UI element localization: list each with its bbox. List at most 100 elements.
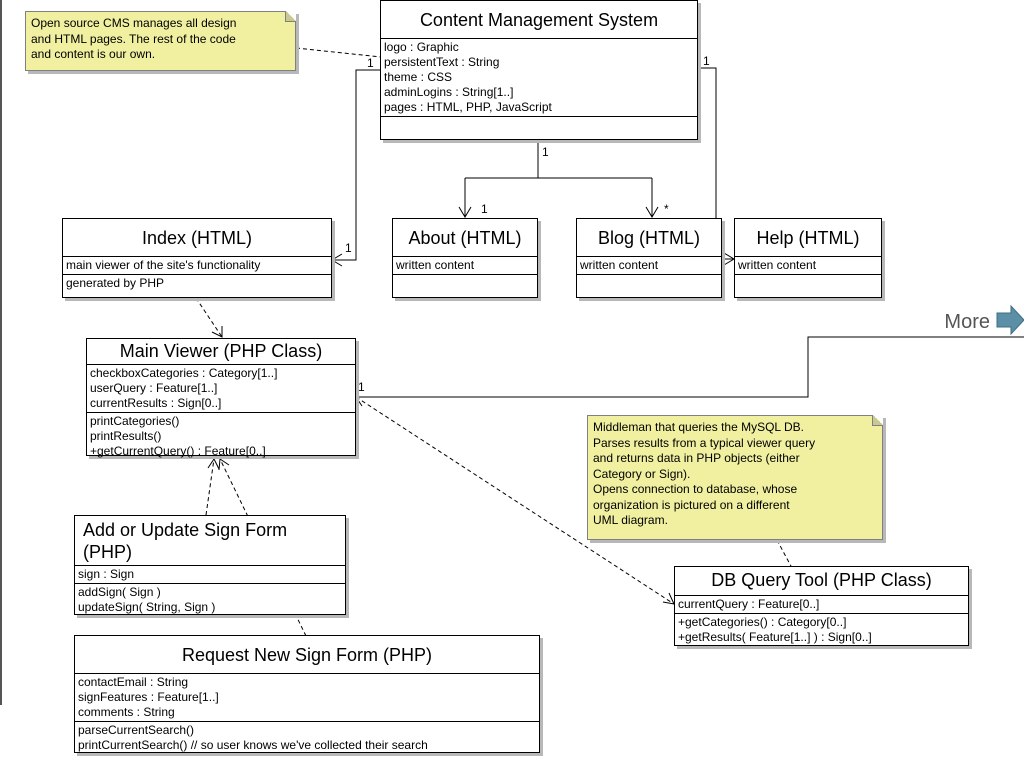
class-about[interactable]: About (HTML) written content: [392, 218, 538, 298]
operation-row: printCurrentSearch() // so user knows we…: [78, 738, 428, 752]
operation-row: printResults(): [90, 429, 162, 443]
operations-compartment: [735, 275, 881, 290]
note-line: and returns data in PHP objects (either: [593, 451, 800, 465]
assoc-cms-pages: [464, 140, 653, 217]
attribute-row: pages : HTML, PHP, JavaScript: [384, 100, 552, 114]
operations-compartment: [381, 117, 697, 132]
class-cms[interactable]: Content Management System logo : Graphic…: [380, 0, 698, 140]
arrowhead-index: [331, 253, 343, 267]
arrowhead-request: [218, 458, 230, 471]
class-title: DB Query Tool (PHP Class): [675, 567, 968, 596]
note-db-anchor-line: [776, 539, 793, 569]
attribute-row: persistentText : String: [384, 55, 500, 69]
attribute-row: signFeatures : Feature[1..]: [78, 690, 219, 704]
class-title: Add or Update Sign Form (PHP): [75, 516, 345, 566]
note-line: Open source CMS manages all design: [31, 16, 237, 30]
attributes-compartment: written content: [393, 257, 537, 275]
attributes-compartment: checkboxCategories : Category[1..] userQ…: [87, 365, 355, 413]
attributes-compartment: currentQuery : Feature[0..]: [675, 596, 968, 614]
attributes-compartment: logo : Graphic persistentText : String t…: [381, 39, 697, 117]
note-line: organization is pictured on a different: [593, 497, 790, 512]
operations-compartment: [393, 275, 537, 290]
note-line: Middleman that queries the MySQL DB.: [593, 420, 804, 434]
note-fold-icon: [285, 11, 296, 22]
dep-add-viewer: [205, 458, 215, 516]
class-request-new-sign-form[interactable]: Request New Sign Form (PHP) contactEmail…: [74, 635, 540, 753]
arrowhead-blog: [645, 206, 659, 218]
attribute-row: adminLogins : String[1..]: [384, 85, 514, 99]
operation-row: +getCategories() : Category[0..]: [678, 615, 847, 629]
assoc-viewer-more: [356, 336, 1024, 398]
mult-cms-index: 1: [367, 56, 374, 70]
arrowhead-db: [662, 592, 675, 605]
class-index[interactable]: Index (HTML) main viewer of the site's f…: [62, 218, 332, 298]
note-line: Opens connection to database, whose: [593, 482, 798, 496]
note-cms: Open source CMS manages all design and H…: [25, 11, 296, 71]
class-title: About (HTML): [393, 219, 537, 257]
arrowhead-about: [458, 206, 472, 218]
class-title: Help (HTML): [735, 219, 881, 257]
assoc-cms-help: [698, 67, 734, 260]
operations-compartment: generated by PHP: [63, 275, 331, 292]
operation-row: printCategories(): [90, 414, 180, 428]
attribute-row: logo : Graphic: [384, 40, 459, 54]
mult-blog-end: *: [664, 202, 669, 216]
left-edge-bar: [0, 0, 2, 705]
attribute-row: currentQuery : Feature[0..]: [678, 597, 820, 611]
mult-viewer-more: 1: [358, 380, 365, 394]
attribute-row: main viewer of the site's functionality: [66, 258, 261, 272]
note-fold-icon: [872, 415, 883, 426]
arrowhead-viewer-side: [355, 396, 364, 407]
class-title: Main Viewer (PHP Class): [87, 339, 355, 365]
attributes-compartment: main viewer of the site's functionality: [63, 257, 331, 275]
class-title: Blog (HTML): [577, 219, 721, 257]
class-title: Content Management System: [381, 1, 697, 39]
note-line: UML diagram.: [593, 513, 668, 527]
note-cms-anchor-line: [295, 47, 382, 58]
class-title: Request New Sign Form (PHP): [75, 636, 539, 674]
class-add-update-sign-form[interactable]: Add or Update Sign Form (PHP) sign : Sig…: [74, 515, 346, 615]
more-label[interactable]: More: [944, 311, 990, 333]
class-blog[interactable]: Blog (HTML) written content: [576, 218, 722, 298]
class-title-line: (PHP): [83, 542, 132, 562]
operations-compartment: [577, 275, 721, 290]
note-line: Parses results from a typical viewer que…: [593, 435, 816, 450]
attribute-row: currentResults : Sign[0..]: [90, 396, 222, 410]
note-line: and content is our own.: [31, 47, 156, 61]
mult-cms-help: 1: [703, 54, 710, 68]
attribute-row: sign : Sign: [78, 567, 135, 581]
operations-compartment: addSign( Sign ) updateSign( String, Sign…: [75, 584, 345, 616]
arrowhead-add: [207, 458, 220, 470]
attribute-row: written content: [580, 258, 659, 272]
attribute-row: checkboxCategories : Category[1..]: [90, 366, 278, 380]
operation-row: +getResults( Feature[1..] ) : Sign[0..]: [678, 630, 872, 644]
attribute-row: theme : CSS: [384, 70, 453, 84]
note-line: Category or Sign).: [593, 466, 691, 481]
mult-cms-bottom: 1: [542, 145, 549, 159]
class-db-query-tool[interactable]: DB Query Tool (PHP Class) currentQuery :…: [674, 566, 969, 646]
more-arrow-icon: [996, 304, 1024, 336]
attributes-compartment: contactEmail : String signFeatures : Fea…: [75, 674, 539, 722]
note-db: Middleman that queries the MySQL DB. Par…: [587, 415, 883, 540]
attribute-row: written content: [396, 258, 475, 272]
class-title-line: Add or Update Sign Form: [83, 520, 288, 540]
assoc-cms-index: [332, 69, 381, 261]
attributes-compartment: written content: [735, 257, 881, 275]
operation-row: addSign( Sign ): [78, 585, 161, 599]
class-help[interactable]: Help (HTML) written content: [734, 218, 882, 298]
operation-row: updateSign( String, Sign ): [78, 600, 216, 614]
note-line: and HTML pages. The rest of the code: [31, 31, 236, 46]
arrowhead-viewer-top: [211, 326, 223, 338]
attribute-row: contactEmail : String: [78, 675, 189, 689]
class-title: Index (HTML): [63, 219, 331, 257]
attribute-row: userQuery : Feature[1..]: [90, 381, 218, 395]
attributes-compartment: written content: [577, 257, 721, 275]
operations-compartment: +getCategories() : Category[0..] +getRes…: [675, 614, 968, 646]
attribute-row: comments : String: [78, 705, 175, 719]
dep-index-viewer: [195, 297, 223, 338]
class-main-viewer[interactable]: Main Viewer (PHP Class) checkboxCategori…: [86, 338, 356, 458]
operations-compartment: parseCurrentSearch() printCurrentSearch(…: [75, 722, 539, 754]
mult-index-end: 1: [345, 241, 352, 255]
mult-about-end: 1: [481, 202, 488, 216]
dep-viewer-db: [355, 396, 675, 605]
